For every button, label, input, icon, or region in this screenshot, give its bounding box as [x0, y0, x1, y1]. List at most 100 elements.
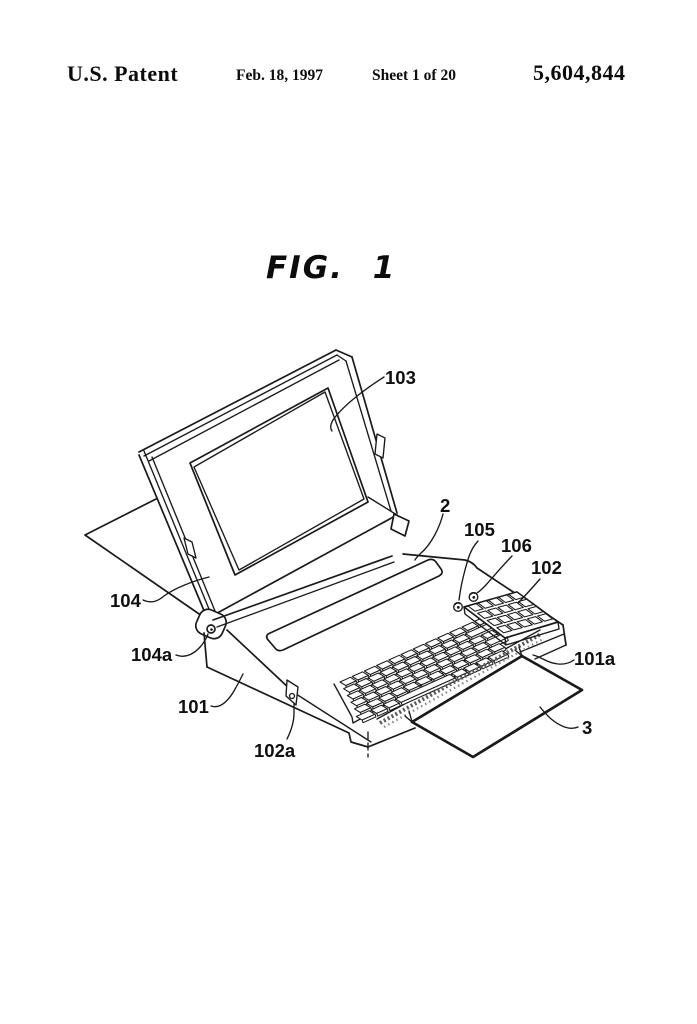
- body-rear-edge-inner: [216, 561, 395, 628]
- function-buttons: [453, 592, 479, 612]
- leader-101a: [532, 654, 575, 665]
- laptop-lid: [138, 349, 410, 618]
- keypad-key: [507, 601, 524, 611]
- leader-102: [517, 578, 541, 604]
- lid-bottom-edge: [209, 514, 398, 618]
- keyboard-key: [493, 653, 510, 664]
- keyboard-key: [361, 713, 377, 724]
- keypad-key: [498, 594, 515, 604]
- leader-104: [142, 576, 210, 603]
- keypad-key: [497, 604, 514, 614]
- keypad-key: [516, 618, 533, 628]
- keypad-key: [496, 614, 514, 624]
- lid-top-rim: [148, 359, 340, 462]
- lid-left-edge: [138, 454, 206, 614]
- keypad-key: [527, 605, 544, 615]
- leader-106: [476, 555, 513, 594]
- lid-apex-bevel-inner: [336, 354, 347, 362]
- lid-left-rim: [151, 456, 216, 612]
- screen-bezel: [189, 387, 369, 576]
- ref-label-106: 106: [501, 535, 532, 556]
- recessed-panel: [265, 558, 443, 652]
- screen-surface: [193, 391, 365, 571]
- lid-right-hinge-tab: [390, 513, 410, 537]
- hinge-knuckle: [194, 608, 228, 640]
- leader-101: [210, 673, 244, 708]
- sheet-info: Sheet 1 of 20: [372, 67, 456, 84]
- ref-label-101: 101: [178, 696, 209, 717]
- numeric-keypad: [463, 591, 560, 646]
- hinge-pin: [206, 624, 216, 634]
- figure-title: FIG. 1: [266, 250, 397, 286]
- keypad-key: [467, 603, 484, 612]
- keypad-key: [487, 597, 505, 606]
- card-slot-lower-lip: [534, 644, 567, 660]
- grip-strip-texture: [383, 637, 544, 729]
- patent-label: U.S. Patent: [67, 61, 179, 86]
- keypad-key: [526, 616, 544, 625]
- lid-left-latch-tab: [183, 537, 197, 559]
- lid-right-edge: [351, 356, 398, 514]
- lid-right-latch-tab: [374, 433, 386, 459]
- button-105-dot: [456, 606, 460, 609]
- ref-label-103: 103: [385, 367, 416, 388]
- ref-label-102: 102: [531, 557, 562, 578]
- card-slot-seam: [519, 633, 565, 653]
- ref-label-101a: 101a: [574, 648, 616, 669]
- body-bottom-edge: [206, 666, 369, 748]
- button-105-shade: [453, 602, 461, 606]
- ref-label-104: 104: [110, 590, 142, 611]
- keypad-key: [487, 607, 504, 617]
- keypad-keys: [467, 591, 554, 634]
- body-top-left-edge: [226, 629, 292, 691]
- leader-2: [414, 513, 444, 561]
- keypad-key: [537, 613, 554, 622]
- ref-label-104a: 104a: [131, 644, 173, 665]
- card-outline: [410, 654, 584, 759]
- keypad-key: [517, 598, 535, 608]
- button-106-dot: [472, 596, 476, 599]
- keypad-key: [486, 617, 503, 627]
- lid-corner-step: [367, 496, 398, 516]
- ref-label-102a: 102a: [254, 740, 296, 761]
- hinge-pin-dot: [210, 628, 213, 631]
- lid-top-edge-inner: [143, 354, 338, 457]
- ref-label-3: 3: [582, 717, 592, 738]
- reference-labels: 103 2 105 106 102 104 104a 101 102a 101a…: [110, 367, 616, 761]
- lid-left-edge-inner: [143, 450, 210, 610]
- keypad-key: [517, 608, 534, 618]
- ref-label-105: 105: [464, 519, 495, 540]
- keypad-key: [506, 621, 523, 631]
- keypad-key: [477, 600, 494, 609]
- lid-right-edge-inner: [345, 360, 392, 512]
- left-hinge: [194, 608, 228, 640]
- keypad-key: [477, 610, 494, 619]
- front-latch-pin: [288, 692, 296, 700]
- leader-102a: [286, 702, 295, 740]
- body-right-edge: [562, 624, 567, 646]
- keypad-block-side: [463, 606, 560, 646]
- lid-apex-bevel: [335, 349, 353, 358]
- front-latch: [285, 679, 299, 706]
- flat-sheet: [84, 498, 203, 617]
- button-106-shade: [469, 592, 477, 596]
- patent-date: Feb. 18, 1997: [236, 67, 323, 84]
- leader-104a: [175, 633, 209, 657]
- slot-corner-ticks: [404, 646, 523, 723]
- patent-number: 5,604,844: [533, 60, 626, 85]
- keyboard-key: [400, 677, 457, 706]
- keypad-key: [496, 624, 513, 634]
- lid-top-edge: [138, 349, 337, 453]
- memory-card: [404, 646, 584, 759]
- body-front-face-edge: [292, 691, 372, 743]
- leader-103: [330, 376, 385, 432]
- leader-105: [458, 540, 479, 601]
- leader-3: [539, 706, 579, 729]
- body-rear-edge: [212, 555, 393, 621]
- ref-label-2: 2: [440, 495, 450, 516]
- keyboard-key: [388, 702, 401, 712]
- keypad-key: [507, 611, 524, 621]
- body-bottom-right-edge: [367, 727, 416, 748]
